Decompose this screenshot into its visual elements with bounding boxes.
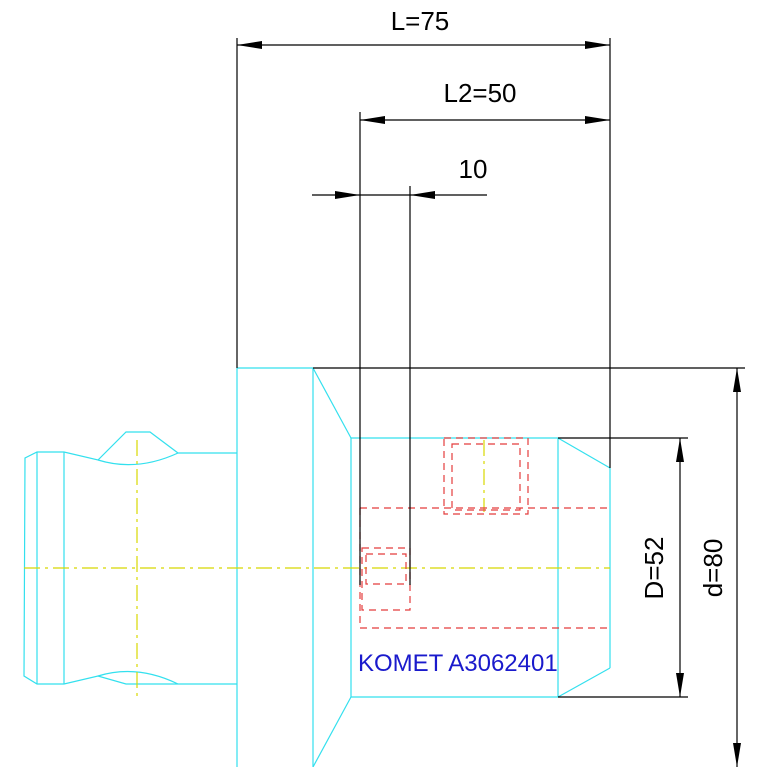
arrow-d-outer-top (733, 368, 741, 392)
side-pin-inner (365, 553, 407, 585)
dimension-lines (236, 38, 745, 767)
arrow-d-outer-bottom (733, 743, 741, 767)
arrow-offset-left (335, 191, 360, 199)
clamp-screw-inner (451, 443, 521, 511)
dimension-offset: 10 (459, 154, 488, 184)
clamp-screw-outer (443, 437, 529, 515)
arrow-d-bore-bottom (676, 673, 684, 697)
shank-groove-bottom (97, 670, 179, 685)
arrow-offset-right (410, 191, 435, 199)
arrow-l-left (237, 41, 262, 49)
side-pin-outer (361, 547, 411, 611)
centerlines (24, 440, 610, 700)
dimension-overall-length: L=75 (391, 6, 450, 36)
arrowheads (237, 41, 741, 767)
hidden-features (359, 437, 610, 629)
dimension-outer-diameter: d=80 (698, 539, 728, 598)
part-label: KOMET A3062401 (358, 650, 558, 677)
dimension-bore-diameter: D=52 (639, 537, 669, 600)
taper-bottom (312, 696, 352, 767)
arrow-l-right (585, 41, 610, 49)
body-chamfer-top (557, 437, 611, 469)
arrow-l2-right (585, 116, 610, 124)
shank-outline (23, 431, 237, 685)
dimension-length-l2: L2=50 (443, 78, 516, 108)
taper-top (312, 367, 352, 439)
arrow-l2-left (360, 116, 385, 124)
body-chamfer-bottom (557, 667, 611, 698)
shank-groove-top (97, 452, 179, 466)
arrow-d-bore-top (676, 438, 684, 462)
